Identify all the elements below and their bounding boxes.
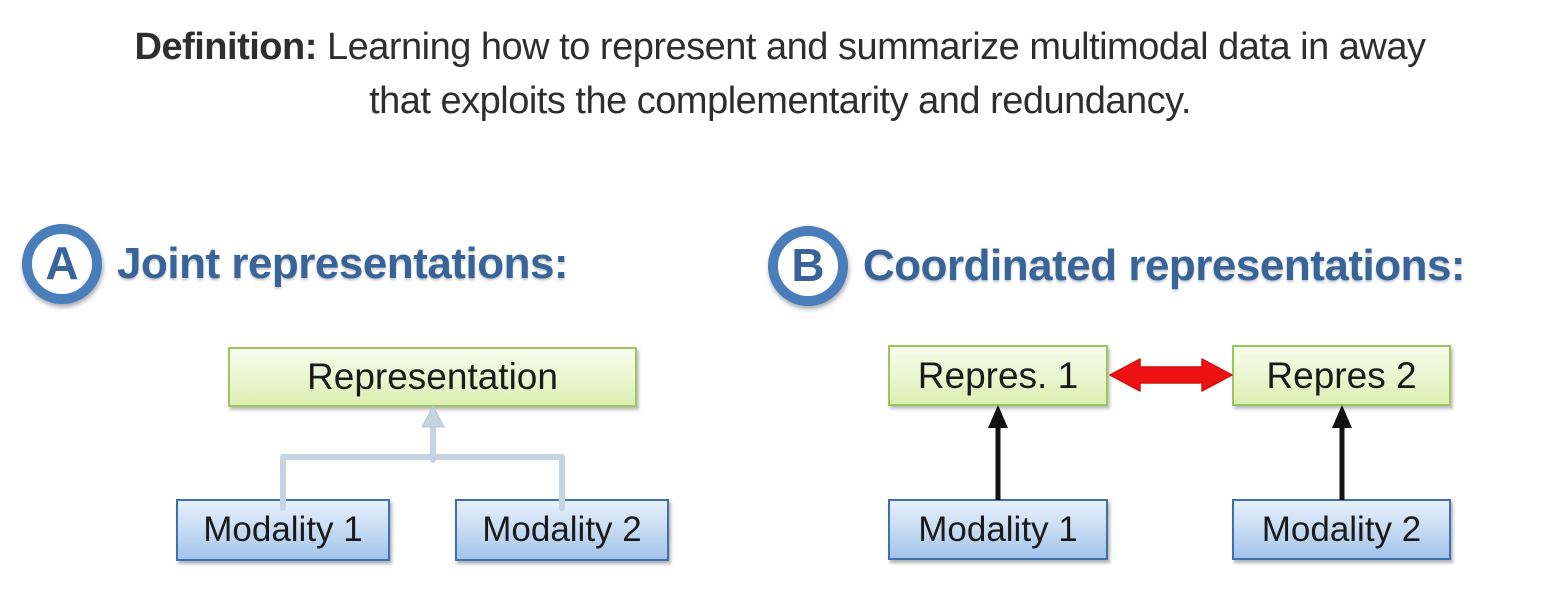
joint-up-arrowhead-icon xyxy=(421,404,445,428)
definition-label: Definition: xyxy=(134,26,318,68)
section-b-header: B Coordinated representations: xyxy=(768,226,1466,306)
coordinated-repres-1-box: Repres. 1 xyxy=(888,345,1108,406)
badge-a-letter: A xyxy=(45,237,79,289)
coordinated-repres-2-box: Repres 2 xyxy=(1232,345,1451,406)
definition-line-1-text: Learning how to represent and summarize … xyxy=(326,26,1426,68)
definition-line-2: that exploits the complementarity and re… xyxy=(369,80,1191,122)
badge-a-circle-icon: A xyxy=(22,224,102,304)
section-a-title: Joint representations: xyxy=(117,239,569,288)
joint-modality-1-box: Modality 1 xyxy=(176,499,390,561)
badge-b-letter: B xyxy=(791,239,825,291)
badge-b-circle-icon: B xyxy=(768,226,848,306)
coordinated-modality-1-box: Modality 1 xyxy=(888,499,1108,560)
joint-modality-2-box: Modality 2 xyxy=(455,499,669,561)
modality1-arrowhead-icon xyxy=(988,405,1008,428)
section-a-header: A Joint representations: xyxy=(22,224,569,304)
modality2-arrowhead-icon xyxy=(1332,405,1352,428)
definition-paragraph: Definition: Learning how to represent an… xyxy=(30,20,1530,128)
definition-line-1: Definition: Learning how to represent an… xyxy=(30,20,1530,74)
joint-representation-box: Representation xyxy=(228,347,637,407)
coordinated-modality-2-box: Modality 2 xyxy=(1232,499,1451,560)
coordination-double-arrow-icon xyxy=(1109,358,1233,392)
section-b-title: Coordinated representations: xyxy=(863,241,1466,290)
